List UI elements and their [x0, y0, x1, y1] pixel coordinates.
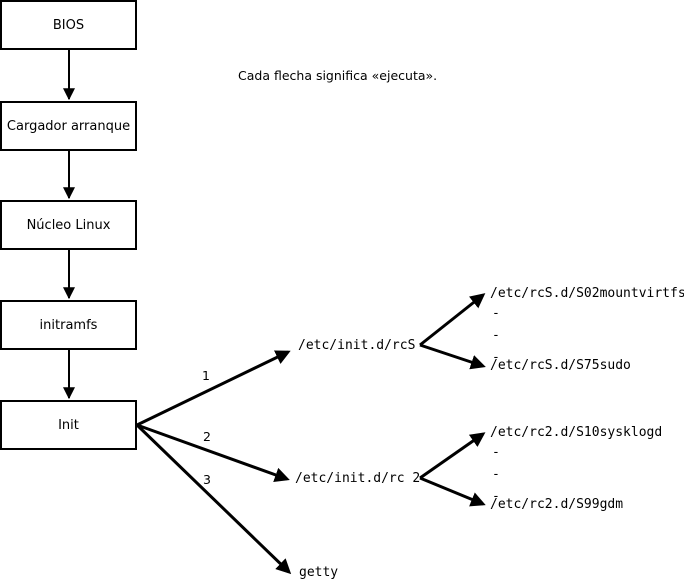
rcs-ellipsis-dash-1: -	[492, 306, 500, 321]
label-getty: getty	[299, 565, 339, 580]
diagram-note: Cada flecha significa «ejecuta».	[238, 68, 438, 83]
rc2-script-ellipsis: - - -	[492, 442, 500, 508]
rcs-script-ellipsis: - - -	[492, 303, 500, 369]
node-initramfs: initramfs	[0, 300, 137, 350]
rcs-ellipsis-dash-2: -	[492, 328, 500, 343]
node-bios: BIOS	[0, 0, 137, 50]
branch-number-3: 3	[203, 472, 211, 487]
node-init: Init	[0, 400, 137, 450]
init-branch-arrow-2	[136, 423, 290, 482]
node-init-label: Init	[58, 417, 79, 433]
rc2-branch-arrow-first	[419, 432, 486, 480]
branch-number-1: 1	[202, 368, 210, 383]
rc2-branch-arrow-last	[419, 476, 486, 507]
init-branch-arrow-3	[135, 423, 292, 575]
node-bios-label: BIOS	[52, 17, 85, 33]
node-initramfs-label: initramfs	[39, 317, 98, 333]
node-bootloader-label: Cargador arranque	[6, 118, 131, 134]
node-bootloader: Cargador arranque	[0, 101, 137, 151]
rc2-ellipsis-dash-1: -	[492, 445, 500, 460]
rc2-ellipsis-dash-2: -	[492, 467, 500, 482]
label-rc2-script-last: /etc/rc2.d/S99gdm	[490, 497, 624, 512]
rc2-ellipsis-dash-3: -	[492, 489, 500, 504]
init-branch-arrow-1	[136, 350, 291, 427]
label-init-d-rc2: /etc/init.d/rc 2	[295, 471, 421, 486]
rcs-branch-arrow-last	[419, 343, 486, 370]
label-rcs-script-last: /etc/rcS.d/S75sudo	[490, 358, 631, 373]
label-init-d-rcs: /etc/init.d/rcS	[298, 338, 416, 353]
label-rcs-script-first: /etc/rcS.d/S02mountvirtfs	[490, 286, 684, 301]
rcs-branch-arrow-first	[419, 293, 486, 347]
branch-number-2: 2	[203, 429, 211, 444]
node-kernel-label: Núcleo Linux	[26, 217, 111, 233]
rcs-ellipsis-dash-3: -	[492, 350, 500, 365]
node-kernel: Núcleo Linux	[0, 200, 137, 250]
label-rc2-script-first: /etc/rc2.d/S10sysklogd	[490, 425, 663, 440]
